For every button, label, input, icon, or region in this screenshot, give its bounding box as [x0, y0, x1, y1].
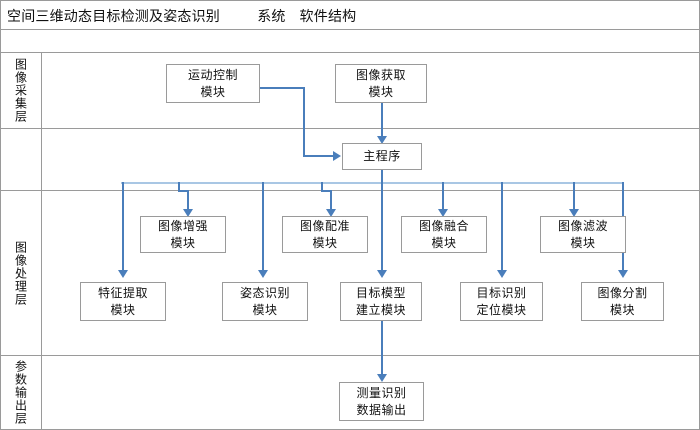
connector-motion-to-main-v	[303, 87, 305, 156]
node-image-capture[interactable]: 图像获取 模块	[335, 64, 427, 103]
arrowhead-pose	[258, 270, 268, 278]
node-pose-recognize-line1: 姿态识别	[239, 286, 290, 301]
arrowhead-register	[326, 209, 336, 217]
node-image-segment-line2: 模块	[609, 302, 635, 317]
arrowhead-motion-to-main	[333, 151, 341, 161]
node-data-output[interactable]: 测量识别 数据输出	[339, 382, 424, 421]
node-data-output-line2: 数据输出	[356, 402, 407, 417]
connector-main-to-bus	[381, 170, 383, 183]
node-motion-control[interactable]: 运动控制 模块	[166, 64, 260, 103]
layer-separator-1	[1, 128, 699, 129]
bus-drop-pose	[262, 182, 264, 271]
bus-drop-enhance	[187, 190, 189, 210]
node-image-capture-line2: 模块	[368, 84, 394, 99]
node-image-segment[interactable]: 图像分割 模块	[581, 282, 664, 321]
layer-separator-2	[1, 190, 699, 191]
bus-drop-enhance-jog-h	[178, 190, 189, 192]
bus-drop-target-model	[381, 182, 383, 271]
bus-drop-enhance-jog-v	[178, 182, 180, 191]
node-image-enhance-line2: 模块	[170, 235, 196, 250]
layer-separator-top	[1, 52, 699, 53]
layer-separator-3	[1, 355, 699, 356]
bus-drop-target-locate	[501, 182, 503, 271]
arrowhead-enhance	[183, 209, 193, 217]
node-main-program[interactable]: 主程序	[342, 143, 422, 170]
node-target-model-line2: 建立模块	[355, 302, 406, 317]
node-image-enhance-line1: 图像增强	[157, 219, 208, 234]
node-image-filter-line2: 模块	[570, 235, 596, 250]
connector-motion-to-main-h1	[259, 87, 305, 89]
arrowhead-feature	[118, 270, 128, 278]
bus-drop-fusion	[442, 182, 444, 210]
diagram-title-bar: 空间三维动态目标检测及姿态识别 系统 软件结构	[1, 1, 699, 30]
node-data-output-line1: 测量识别	[356, 386, 407, 401]
connector-capture-to-main	[381, 103, 383, 137]
node-image-register[interactable]: 图像配准 模块	[282, 216, 368, 253]
node-target-model-line1: 目标模型	[355, 286, 406, 301]
bus-drop-register-jog-h	[321, 190, 332, 192]
node-feature-extract-line2: 模块	[110, 302, 136, 317]
connector-motion-to-main-h2	[303, 155, 335, 157]
title-separator-line	[1, 29, 699, 30]
sidebar-item-processing: 图像处理层	[1, 191, 41, 355]
sidebar-label-processing: 图像处理层	[13, 240, 28, 306]
node-pose-recognize-line2: 模块	[252, 302, 278, 317]
bus-drop-register-jog-v	[321, 182, 323, 191]
sidebar-divider-line	[41, 52, 42, 429]
node-motion-control-line1: 运动控制	[187, 68, 238, 83]
node-pose-recognize[interactable]: 姿态识别 模块	[222, 282, 308, 321]
arrowhead-data-output	[377, 374, 387, 382]
node-target-locate-line1: 目标识别	[476, 286, 527, 301]
arrowhead-capture-to-main	[377, 136, 387, 144]
node-feature-extract-line1: 特征提取	[97, 286, 148, 301]
node-feature-extract[interactable]: 特征提取 模块	[80, 282, 166, 321]
node-main-program-line1: 主程序	[363, 149, 401, 164]
arrowhead-segment	[618, 270, 628, 278]
node-motion-control-line2: 模块	[200, 84, 226, 99]
distribution-bus	[121, 182, 623, 184]
node-image-segment-line1: 图像分割	[597, 286, 648, 301]
arrowhead-filter	[569, 209, 579, 217]
node-image-register-line1: 图像配准	[299, 219, 350, 234]
bus-drop-filter	[573, 182, 575, 210]
bus-drop-register	[330, 190, 332, 210]
node-image-fusion[interactable]: 图像融合 模块	[401, 216, 487, 253]
node-image-capture-line1: 图像获取	[355, 68, 406, 83]
node-image-enhance[interactable]: 图像增强 模块	[140, 216, 226, 253]
node-target-locate[interactable]: 目标识别 定位模块	[460, 282, 543, 321]
arrowhead-target-locate	[497, 270, 507, 278]
sidebar-label-acquisition: 图像采集层	[13, 58, 28, 123]
sidebar-item-acquisition: 图像采集层	[1, 53, 41, 128]
node-image-register-line2: 模块	[312, 235, 338, 250]
node-image-filter-line1: 图像滤波	[557, 219, 608, 234]
node-target-locate-line2: 定位模块	[476, 302, 527, 317]
sidebar-item-output: 参数输出层	[1, 356, 41, 429]
node-target-model[interactable]: 目标模型 建立模块	[340, 282, 422, 321]
page-title: 空间三维动态目标检测及姿态识别 系统 软件结构	[7, 8, 357, 25]
bus-drop-feature	[122, 182, 124, 271]
sidebar-label-output: 参数输出层	[13, 360, 28, 425]
node-image-fusion-line1: 图像融合	[418, 219, 469, 234]
arrowhead-fusion	[438, 209, 448, 217]
connector-model-to-output	[381, 321, 383, 375]
node-image-fusion-line2: 模块	[431, 235, 457, 250]
node-image-filter[interactable]: 图像滤波 模块	[540, 216, 626, 253]
arrowhead-target-model	[377, 270, 387, 278]
